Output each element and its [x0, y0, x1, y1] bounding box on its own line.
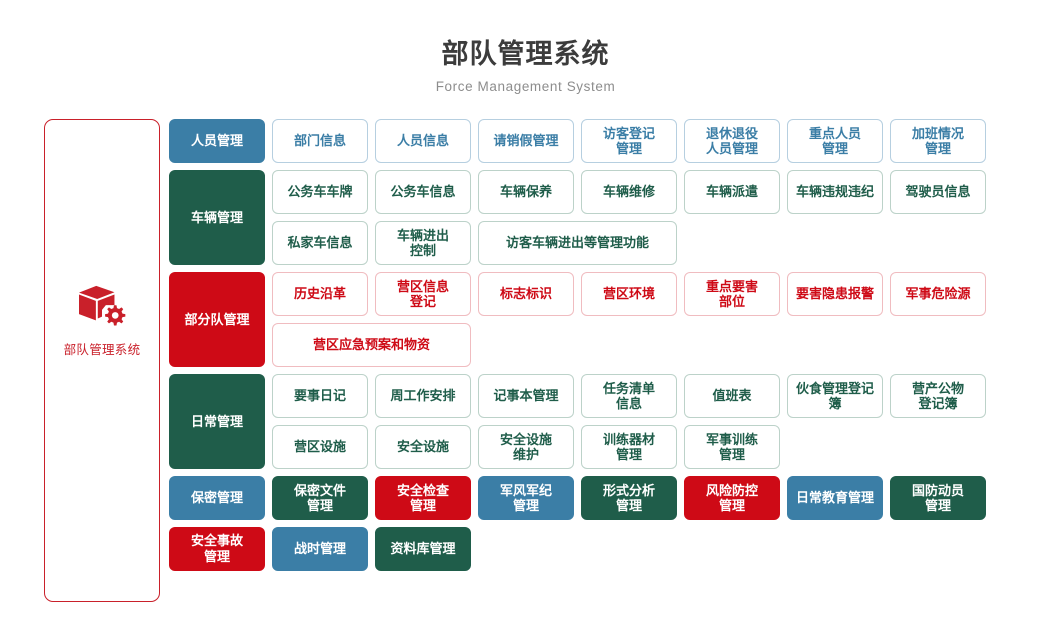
module-button[interactable]: 驾驶员信息	[890, 170, 986, 215]
section-rows: 部门信息人员信息请销假管理访客登记 管理退休退役 人员管理重点人员 管理加班情况…	[272, 119, 986, 164]
page-header: 部队管理系统 Force Management System	[0, 0, 1051, 94]
module-button[interactable]: 营区应急预案和物资	[272, 323, 471, 368]
module-button[interactable]: 车辆维修	[581, 170, 677, 215]
module-button[interactable]: 访客登记 管理	[581, 119, 677, 164]
category-label[interactable]: 车辆管理	[169, 170, 265, 266]
module-row: 营区应急预案和物资	[272, 323, 986, 368]
section-rows: 公务车车牌公务车信息车辆保养车辆维修车辆派遣车辆违规违纪驾驶员信息私家车信息车辆…	[272, 170, 986, 266]
module-button[interactable]: 营区环境	[581, 272, 677, 317]
module-button[interactable]: 风险防控 管理	[684, 476, 780, 521]
cube-gear-icon	[77, 284, 127, 330]
module-button[interactable]: 车辆进出 控制	[375, 221, 471, 266]
module-button[interactable]: 重点要害 部位	[684, 272, 780, 317]
sidebar-brand-label: 部队管理系统	[63, 343, 141, 358]
module-button[interactable]: 资料库管理	[375, 527, 471, 572]
module-button[interactable]: 伙食管理登记簿	[787, 374, 883, 419]
sidebar-brand[interactable]: 部队管理系统	[45, 284, 159, 358]
module-button[interactable]: 营产公物 登记簿	[890, 374, 986, 419]
module-button[interactable]: 安全设施	[375, 425, 471, 470]
module-button[interactable]: 车辆保养	[478, 170, 574, 215]
module-row: 私家车信息车辆进出 控制访客车辆进出等管理功能	[272, 221, 986, 266]
module-row: 部门信息人员信息请销假管理访客登记 管理退休退役 人员管理重点人员 管理加班情况…	[272, 119, 986, 164]
section-rows: 战时管理资料库管理	[272, 527, 986, 572]
module-button[interactable]: 访客车辆进出等管理功能	[478, 221, 677, 266]
section-rows: 历史沿革营区信息 登记标志标识营区环境重点要害 部位要害隐患报警军事危险源营区应…	[272, 272, 986, 368]
category-label[interactable]: 人员管理	[169, 119, 265, 164]
category-label[interactable]: 保密管理	[169, 476, 265, 521]
module-grid: 人员管理部门信息人员信息请销假管理访客登记 管理退休退役 人员管理重点人员 管理…	[169, 119, 986, 602]
module-button[interactable]: 重点人员 管理	[787, 119, 883, 164]
module-button[interactable]: 车辆违规违纪	[787, 170, 883, 215]
module-section: 安全事故 管理战时管理资料库管理	[169, 527, 986, 572]
module-button[interactable]: 营区信息 登记	[375, 272, 471, 317]
module-row: 营区设施安全设施安全设施 维护训练器材 管理军事训练 管理	[272, 425, 986, 470]
module-section: 保密管理保密文件 管理安全检查 管理军风军纪 管理形式分析 管理风险防控 管理日…	[169, 476, 986, 521]
page-subtitle: Force Management System	[435, 79, 616, 95]
module-button[interactable]: 记事本管理	[478, 374, 574, 419]
module-row: 战时管理资料库管理	[272, 527, 986, 572]
module-button[interactable]: 任务清单 信息	[581, 374, 677, 419]
module-row: 保密文件 管理安全检查 管理军风军纪 管理形式分析 管理风险防控 管理日常教育管…	[272, 476, 986, 521]
module-button[interactable]: 国防动员 管理	[890, 476, 986, 521]
module-section: 日常管理要事日记周工作安排记事本管理任务清单 信息值班表伙食管理登记簿营产公物 …	[169, 374, 986, 470]
module-button[interactable]: 安全检查 管理	[375, 476, 471, 521]
module-button[interactable]: 要害隐患报警	[787, 272, 883, 317]
page-title: 部队管理系统	[441, 39, 610, 69]
module-button[interactable]: 要事日记	[272, 374, 368, 419]
module-button[interactable]: 安全设施 维护	[478, 425, 574, 470]
module-section: 车辆管理公务车车牌公务车信息车辆保养车辆维修车辆派遣车辆违规违纪驾驶员信息私家车…	[169, 170, 986, 266]
module-section: 部分队管理历史沿革营区信息 登记标志标识营区环境重点要害 部位要害隐患报警军事危…	[169, 272, 986, 368]
module-button[interactable]: 人员信息	[375, 119, 471, 164]
module-button[interactable]: 请销假管理	[478, 119, 574, 164]
module-button[interactable]: 公务车信息	[375, 170, 471, 215]
module-button[interactable]: 私家车信息	[272, 221, 368, 266]
section-rows: 要事日记周工作安排记事本管理任务清单 信息值班表伙食管理登记簿营产公物 登记簿营…	[272, 374, 986, 470]
module-button[interactable]: 公务车车牌	[272, 170, 368, 215]
module-button[interactable]: 周工作安排	[375, 374, 471, 419]
module-button[interactable]: 标志标识	[478, 272, 574, 317]
category-label[interactable]: 部分队管理	[169, 272, 265, 368]
module-button[interactable]: 日常教育管理	[787, 476, 883, 521]
module-button[interactable]: 营区设施	[272, 425, 368, 470]
module-button[interactable]: 车辆派遣	[684, 170, 780, 215]
module-button[interactable]: 值班表	[684, 374, 780, 419]
module-button[interactable]: 军风军纪 管理	[478, 476, 574, 521]
module-button[interactable]: 形式分析 管理	[581, 476, 677, 521]
module-button[interactable]: 历史沿革	[272, 272, 368, 317]
module-row: 公务车车牌公务车信息车辆保养车辆维修车辆派遣车辆违规违纪驾驶员信息	[272, 170, 986, 215]
body-wrapper: 部队管理系统 人员管理部门信息人员信息请销假管理访客登记 管理退休退役 人员管理…	[0, 119, 1051, 603]
module-button[interactable]: 保密文件 管理	[272, 476, 368, 521]
module-button[interactable]: 军事危险源	[890, 272, 986, 317]
module-row: 历史沿革营区信息 登记标志标识营区环境重点要害 部位要害隐患报警军事危险源	[272, 272, 986, 317]
module-button[interactable]: 加班情况 管理	[890, 119, 986, 164]
module-section: 人员管理部门信息人员信息请销假管理访客登记 管理退休退役 人员管理重点人员 管理…	[169, 119, 986, 164]
module-row: 要事日记周工作安排记事本管理任务清单 信息值班表伙食管理登记簿营产公物 登记簿	[272, 374, 986, 419]
module-button[interactable]: 军事训练 管理	[684, 425, 780, 470]
module-button[interactable]: 退休退役 人员管理	[684, 119, 780, 164]
sidebar: 部队管理系统	[44, 119, 160, 603]
module-button[interactable]: 战时管理	[272, 527, 368, 572]
module-button[interactable]: 训练器材 管理	[581, 425, 677, 470]
category-label[interactable]: 日常管理	[169, 374, 265, 470]
module-button[interactable]: 部门信息	[272, 119, 368, 164]
category-label[interactable]: 安全事故 管理	[169, 527, 265, 572]
section-rows: 保密文件 管理安全检查 管理军风军纪 管理形式分析 管理风险防控 管理日常教育管…	[272, 476, 986, 521]
